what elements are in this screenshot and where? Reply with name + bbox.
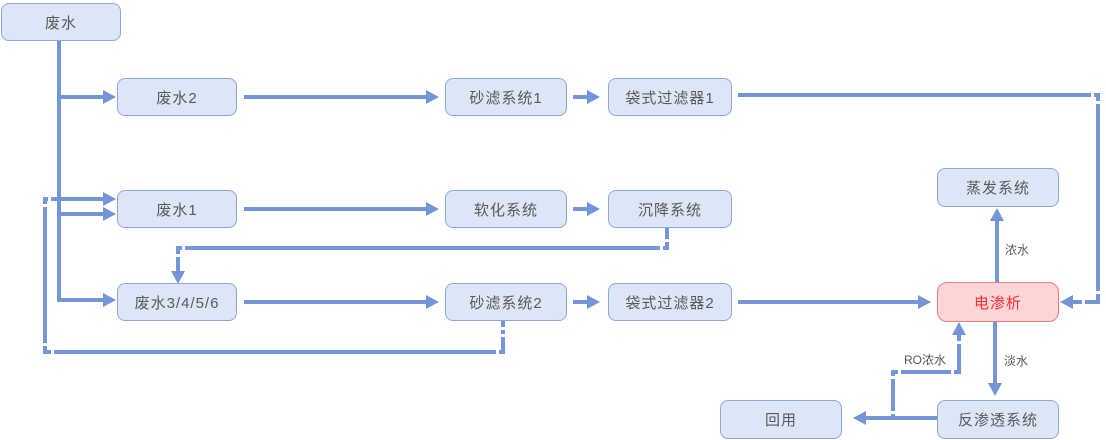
node-reverse-osmosis-system: 反渗透系统 — [937, 400, 1059, 439]
edge-roconc-into-ed — [957, 334, 961, 372]
node-bag-filter-2: 袋式过滤器2 — [608, 283, 732, 321]
arrowhead-ws1-to-soft — [426, 202, 439, 216]
edge-to-wastewater1-lower — [59, 212, 103, 216]
edge-label-ro-concentrate: RO浓水 — [904, 353, 947, 367]
node-wastewater-1: 废水1 — [117, 190, 237, 228]
pipe-notch — [1096, 101, 1100, 104]
pipe-notch — [1096, 291, 1100, 294]
node-softening-system: 软化系统 — [445, 190, 567, 228]
node-sand-filter-1: 砂滤系统1 — [445, 78, 567, 116]
edge-sf1-to-bf1 — [573, 95, 587, 99]
edge-soft-to-sed — [573, 207, 587, 211]
arrowhead-ed-to-ro — [988, 383, 1002, 396]
arrowhead-bf1-into-ed — [1060, 295, 1073, 309]
arrowhead-ed-to-evap — [990, 208, 1004, 221]
pipe-notch — [891, 376, 895, 379]
edge-ws3456-to-sf2 — [244, 300, 426, 304]
pipe-notch — [501, 327, 505, 330]
arrowhead-to-wastewater1-upper — [103, 192, 116, 206]
pipe-notch — [1091, 93, 1094, 97]
arrowhead-ro-to-reuse — [853, 411, 866, 425]
pipe-notch — [957, 341, 961, 344]
node-reuse: 回用 — [720, 400, 842, 439]
edge-ws1-to-soft — [244, 207, 426, 211]
node-wastewater-3456: 废水3/4/5/6 — [117, 283, 237, 321]
pipe-notch — [182, 246, 185, 250]
edge-wastewater-trunk — [57, 39, 61, 302]
edge-sed-into-ws3456 — [176, 246, 180, 273]
edge-roconc-rise — [891, 370, 895, 420]
edge-ws2-to-sf1 — [244, 95, 426, 99]
edge-recycle-rise — [43, 197, 47, 354]
arrowhead-to-wastewater1-lower — [103, 207, 116, 221]
arrowhead-to-wastewater3456 — [103, 293, 116, 307]
edge-to-wastewater3456 — [57, 298, 103, 302]
pipe-notch — [891, 411, 895, 414]
pipe-notch — [501, 334, 505, 337]
node-wastewater: 废水 — [1, 3, 121, 41]
edge-bf1-long-top — [738, 93, 1100, 97]
arrowhead-sf2-to-bf2 — [587, 295, 600, 309]
arrowhead-ws2-to-sf1 — [426, 90, 439, 104]
pipe-notch — [51, 350, 54, 354]
edge-label-fresh-water: 淡水 — [1004, 354, 1029, 368]
pipe-notch — [1082, 300, 1085, 304]
edge-label-concentrate-water: 浓水 — [1005, 243, 1030, 257]
pipe-notch — [496, 350, 499, 354]
pipe-notch — [660, 246, 663, 250]
edge-to-wastewater1-upper — [43, 197, 103, 201]
pipe-notch — [48, 197, 51, 201]
edge-ro-to-reuse — [866, 416, 937, 420]
pipe-notch — [176, 254, 180, 257]
pipe-notch — [43, 204, 47, 207]
edge-roconc-across — [891, 370, 961, 374]
arrowhead-sed-into-ws3456 — [171, 271, 185, 284]
arrowhead-soft-to-sed — [587, 202, 600, 216]
edge-to-wastewater2 — [59, 95, 103, 99]
arrowhead-ws3456-to-sf2 — [426, 295, 439, 309]
node-evaporation-system: 蒸发系统 — [937, 168, 1059, 207]
edge-bf1-into-ed — [1073, 300, 1100, 304]
edge-ed-to-ro — [993, 322, 997, 384]
node-electrodialysis: 电渗析 — [937, 282, 1059, 322]
edge-sf2-to-bf2 — [573, 300, 587, 304]
arrowhead-sf1-to-bf1 — [587, 90, 600, 104]
edge-bf2-to-ed — [738, 300, 918, 304]
pipe-notch — [665, 239, 669, 242]
pipe-notch — [43, 343, 47, 346]
edge-recycle-bottom — [43, 350, 505, 354]
edge-sandfilter2-drop — [501, 320, 505, 354]
node-sand-filter-2: 砂滤系统2 — [445, 283, 567, 321]
node-wastewater-2: 废水2 — [117, 78, 237, 116]
edge-sed-return — [176, 246, 669, 250]
node-sedimentation-system: 沉降系统 — [608, 190, 732, 228]
arrowhead-to-wastewater2 — [103, 90, 116, 104]
edge-bf1-long-right — [1096, 93, 1100, 302]
arrowhead-bf2-to-ed — [918, 295, 931, 309]
edge-ed-to-evap — [995, 220, 999, 282]
node-bag-filter-1: 袋式过滤器1 — [608, 78, 732, 116]
arrowhead-roconc-into-ed — [952, 322, 966, 335]
pipe-notch — [951, 370, 954, 374]
pipe-notch — [898, 370, 901, 374]
